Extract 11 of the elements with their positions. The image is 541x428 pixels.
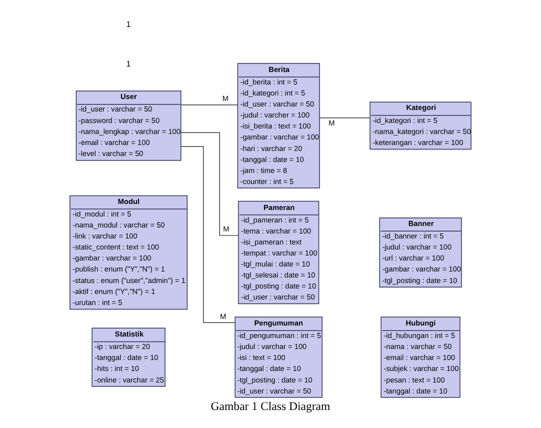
edge-label: M	[328, 118, 335, 128]
label: 1	[126, 20, 131, 29]
connector	[319, 117, 370, 118]
edge-label: M	[220, 312, 226, 321]
connector	[180, 104, 238, 106]
connector	[180, 146, 236, 323]
edge-label: M	[223, 224, 230, 234]
connector	[180, 132, 239, 236]
label: 1	[126, 60, 131, 69]
edge-label: M	[222, 94, 229, 104]
caption: Gambar 1 Class Diagram	[210, 398, 330, 413]
